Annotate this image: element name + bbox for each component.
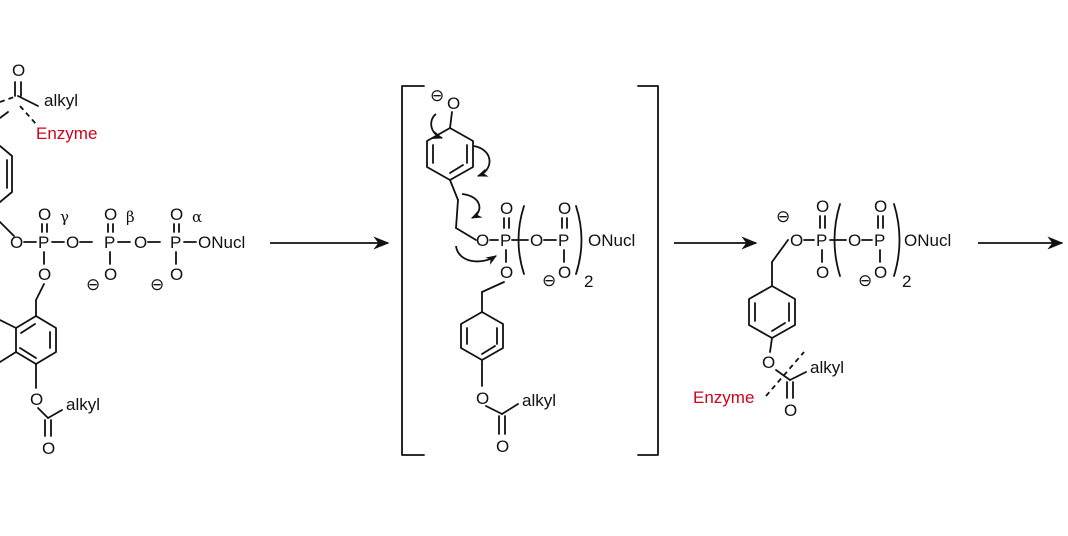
- phosphorus-beta: P: [104, 233, 115, 252]
- prod-phosphorus-1: P: [816, 231, 827, 250]
- phosphorus-alpha: P: [170, 233, 181, 252]
- p-alpha-oxo: O: [170, 205, 183, 224]
- top-ester-group: O alkyl Enzyme: [0, 61, 97, 143]
- prod-carbonyl-oxygen: O: [784, 401, 797, 420]
- carbonyl-oxygen-bottom: O: [42, 439, 55, 458]
- ester-oxygen-bottom: O: [30, 390, 43, 409]
- prod-p2-oxide: O: [874, 263, 887, 282]
- int-p2-oxo: O: [558, 199, 571, 218]
- alkyl-label-bottom: alkyl: [66, 395, 100, 414]
- substrate-structure: O alkyl Enzyme O P O γ O: [0, 61, 245, 458]
- product-structure: ⊖ O P O O O P O O ⊖ 2 ONucl O: [693, 197, 951, 420]
- alkyl-label-top: alkyl: [44, 91, 78, 110]
- carbonyl-oxygen-top: O: [12, 61, 25, 80]
- phenoxide-minus: ⊖: [430, 86, 444, 105]
- int-p2-oxide: O: [558, 263, 571, 282]
- lower-benzyl-arm: O alkyl O: [0, 283, 100, 458]
- p-gamma-lower-oxygen: O: [38, 265, 51, 284]
- p-gamma-oxo: O: [38, 205, 51, 224]
- prod-minus-charge: ⊖: [858, 271, 872, 290]
- right-bracket: [637, 85, 659, 456]
- onucl-label-2: ONucl: [588, 231, 635, 250]
- int-minus-charge: ⊖: [542, 271, 556, 290]
- gamma-label: γ: [60, 208, 69, 226]
- phosphorus-gamma: P: [38, 233, 49, 252]
- int-subscript-2: 2: [584, 272, 593, 291]
- prod-paren-right: [893, 203, 901, 277]
- prod-p1-oxo: O: [816, 197, 829, 216]
- int-paren-right: [575, 205, 583, 275]
- prod-ester-oxygen: O: [762, 353, 775, 372]
- product-ring: [748, 285, 796, 339]
- intermediate-lower-ring: [460, 311, 504, 361]
- minus-charge-beta: ⊖: [86, 275, 100, 294]
- int-bridge-oxygen: O: [530, 231, 543, 250]
- intermediate-structure: ⊖ O O P O O O P O O ⊖: [401, 85, 659, 456]
- bridge-oxygen-gamma-beta: O: [66, 233, 79, 252]
- left-bracket: [401, 85, 425, 456]
- prod-subscript-2: 2: [902, 272, 911, 291]
- minus-charge-alpha: ⊖: [150, 275, 164, 294]
- phenoxide-oxygen: O: [447, 94, 460, 113]
- int-ester-oxygen: O: [476, 389, 489, 408]
- beta-label: β: [126, 208, 135, 226]
- enzyme-label-top: Enzyme: [36, 124, 97, 143]
- int-bridge-oxygen-left: O: [476, 231, 489, 250]
- int-phosphorus-2: P: [558, 231, 569, 250]
- int-p1-lower-oxygen: O: [500, 263, 513, 282]
- top-benzene-ring: [0, 145, 15, 237]
- prod-p1-lower-oxygen: O: [816, 263, 829, 282]
- quinone-methide-ring: [426, 127, 474, 181]
- triphosphate-chain: O P O γ O O P O β O ⊖ O P O: [10, 205, 245, 294]
- prod-p2-oxo: O: [874, 197, 887, 216]
- prod-minus-charge-top: ⊖: [776, 207, 790, 226]
- alpha-label: α: [192, 208, 202, 226]
- p-alpha-oxide: O: [170, 265, 183, 284]
- prod-bridge-oxygen: O: [848, 231, 861, 250]
- oxygen-gamma-ester: O: [10, 233, 23, 252]
- onucl-label-1: ONucl: [198, 233, 245, 252]
- int-phosphorus-1: P: [500, 231, 511, 250]
- int-carbonyl-oxygen: O: [496, 437, 509, 456]
- prod-bridge-oxygen-left: O: [790, 231, 803, 250]
- alkyl-label-intermediate: alkyl: [522, 391, 556, 410]
- p-beta-oxo: O: [104, 205, 117, 224]
- onucl-label-3: ONucl: [904, 231, 951, 250]
- prod-phosphorus-2: P: [874, 231, 885, 250]
- enzyme-label-product: Enzyme: [693, 388, 754, 407]
- bridge-oxygen-beta-alpha: O: [134, 233, 147, 252]
- int-p1-oxo: O: [500, 199, 513, 218]
- alkyl-label-product: alkyl: [810, 358, 844, 377]
- p-beta-oxide: O: [104, 265, 117, 284]
